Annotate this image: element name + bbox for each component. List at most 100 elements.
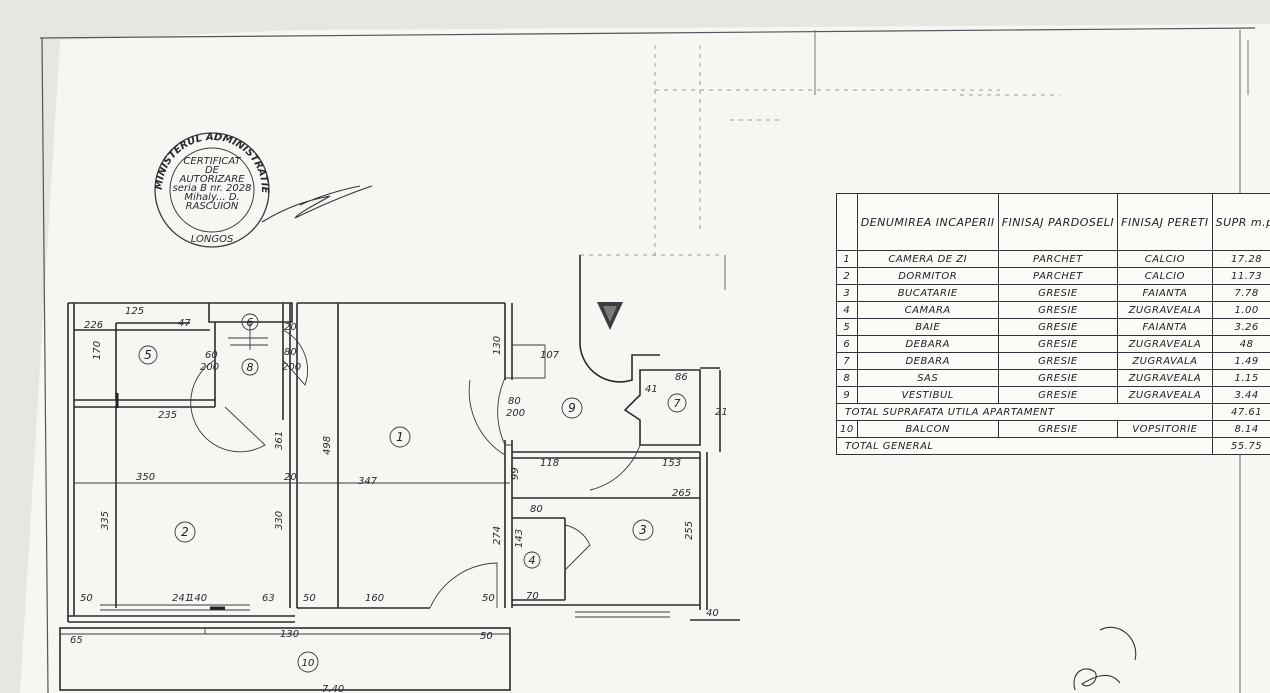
cell-room-name: DEBARA xyxy=(856,335,999,353)
engineer-signature xyxy=(1073,626,1137,691)
header-nr xyxy=(836,193,858,251)
cell-walls: ZUGRAVEALA xyxy=(1117,301,1213,319)
room-number-5: 5 xyxy=(138,345,158,365)
cell-room-name: BALCON xyxy=(856,420,999,438)
total-value: 47.61 xyxy=(1211,403,1270,421)
cell-floor: GRESIE xyxy=(997,369,1119,387)
north-arrow-icon xyxy=(597,302,623,330)
sheet-border-left xyxy=(41,37,49,693)
dim-80-door: 80 xyxy=(284,347,297,358)
svg-text:5: 5 xyxy=(144,348,152,362)
svg-text:8: 8 xyxy=(247,361,254,374)
cell-nr: 5 xyxy=(836,318,858,336)
grand-total-value: 55.75 xyxy=(1211,437,1270,455)
dim-740: 7.40 xyxy=(322,684,344,693)
cell-walls: ZUGRAVALA xyxy=(1117,352,1213,370)
dim-170: 170 xyxy=(92,341,103,360)
dim-350: 350 xyxy=(136,472,155,483)
cell-walls: FAIANTA xyxy=(1117,318,1213,336)
svg-text:7: 7 xyxy=(674,397,681,410)
dim-153: 153 xyxy=(662,458,681,469)
table-header-row: DENUMIREA INCAPERII FINISAJ PARDOSELI FI… xyxy=(836,193,1270,251)
cell-nr: 4 xyxy=(836,301,858,319)
cell-nr: 6 xyxy=(836,335,858,353)
balcony-row: 10 BALCON GRESIE VOPSITORIE 8.14 xyxy=(836,420,1270,438)
cell-area: 11.73 xyxy=(1211,267,1270,285)
cell-walls: ZUGRAVEALA xyxy=(1117,386,1213,404)
dim-200-door: 200 xyxy=(282,362,301,373)
cell-area: 17.28 xyxy=(1211,250,1270,268)
dim-107: 107 xyxy=(540,350,560,361)
cell-area: 7.78 xyxy=(1211,284,1270,302)
cell-room-name: BAIE xyxy=(856,318,999,336)
cell-nr: 7 xyxy=(836,352,858,370)
sheet-border-top xyxy=(39,27,1256,39)
dim-274: 274 xyxy=(492,526,503,545)
dim-118: 118 xyxy=(540,458,559,469)
dim-21: 21 xyxy=(715,407,728,418)
total-row: TOTAL SUPRAFATA UTILA APARTAMENT 47.61 xyxy=(836,403,1270,421)
stamp-line-2: DE xyxy=(205,165,220,176)
dim-330: 330 xyxy=(274,511,285,530)
stamp-line-1: CERTIFICAT xyxy=(183,156,241,167)
room-number-10: 10 xyxy=(297,651,319,673)
cell-walls: ZUGRAVEALA xyxy=(1117,335,1213,353)
dim-50-balcony: 50 xyxy=(480,631,493,642)
dim-226: 226 xyxy=(84,320,103,331)
cell-room-name: DEBARA xyxy=(856,352,999,370)
svg-text:3: 3 xyxy=(639,523,647,537)
header-wall-finish: FINISAJ PERETI xyxy=(1117,193,1213,251)
cell-nr: 3 xyxy=(836,284,858,302)
cell-floor: GRESIE xyxy=(997,352,1119,370)
svg-text:6: 6 xyxy=(247,316,254,329)
room-number-9: 9 xyxy=(561,397,583,419)
svg-text:9: 9 xyxy=(568,401,576,415)
dim-80: 80 xyxy=(530,504,543,515)
cell-nr: 2 xyxy=(836,267,858,285)
cell-room-name: VESTIBUL xyxy=(856,386,999,404)
dim-361: 361 xyxy=(274,431,285,450)
svg-text:2: 2 xyxy=(181,525,189,539)
cell-floor: GRESIE xyxy=(997,284,1119,302)
dim-347: 347 xyxy=(358,476,378,487)
svg-text:1: 1 xyxy=(396,430,404,444)
stamp-line-4: seria B nr. 2028 xyxy=(173,183,252,194)
dim-200-vest: 200 xyxy=(506,408,525,419)
dim-41: 41 xyxy=(645,384,658,395)
stamp-line-5: Mihaly... D. xyxy=(184,192,239,203)
dim-47: 47 xyxy=(178,318,191,329)
dim-86: 86 xyxy=(675,372,688,383)
cell-area: 48 xyxy=(1211,335,1270,353)
cell-floor: GRESIE xyxy=(997,318,1119,336)
dim-63: 63 xyxy=(262,593,275,604)
cell-walls: ZUGRAVEALA xyxy=(1117,369,1213,387)
cell-area: 3.26 xyxy=(1211,318,1270,336)
cell-floor: GRESIE xyxy=(997,420,1119,438)
room-number-7: 7 xyxy=(667,393,687,413)
cell-walls: FAIANTA xyxy=(1117,284,1213,302)
dim-20-top: 20 xyxy=(284,322,297,333)
svg-text:10: 10 xyxy=(302,658,315,669)
room-number-3: 3 xyxy=(632,519,654,541)
grand-total-label: TOTAL GENERAL xyxy=(836,437,1213,455)
cell-room-name: DORMITOR xyxy=(856,267,999,285)
room-number-8: 8 xyxy=(241,358,259,376)
dim-50-right: 50 xyxy=(482,593,495,604)
svg-text:4: 4 xyxy=(529,554,536,567)
total-label: TOTAL SUPRAFATA UTILA APARTAMENT xyxy=(836,403,1213,421)
cell-area: 1.00 xyxy=(1211,301,1270,319)
room-number-1: 1 xyxy=(389,426,411,448)
stamp-bottom: LONGOS xyxy=(191,234,234,245)
dim-498: 498 xyxy=(322,436,333,455)
cell-floor: PARCHET xyxy=(997,250,1119,268)
stamp-signature xyxy=(261,185,373,223)
cell-nr: 1 xyxy=(836,250,858,268)
room-number-6: 6 xyxy=(241,313,259,331)
stamp-line-6: RASCUION xyxy=(186,201,239,212)
dim-80-vest: 80 xyxy=(508,396,521,407)
